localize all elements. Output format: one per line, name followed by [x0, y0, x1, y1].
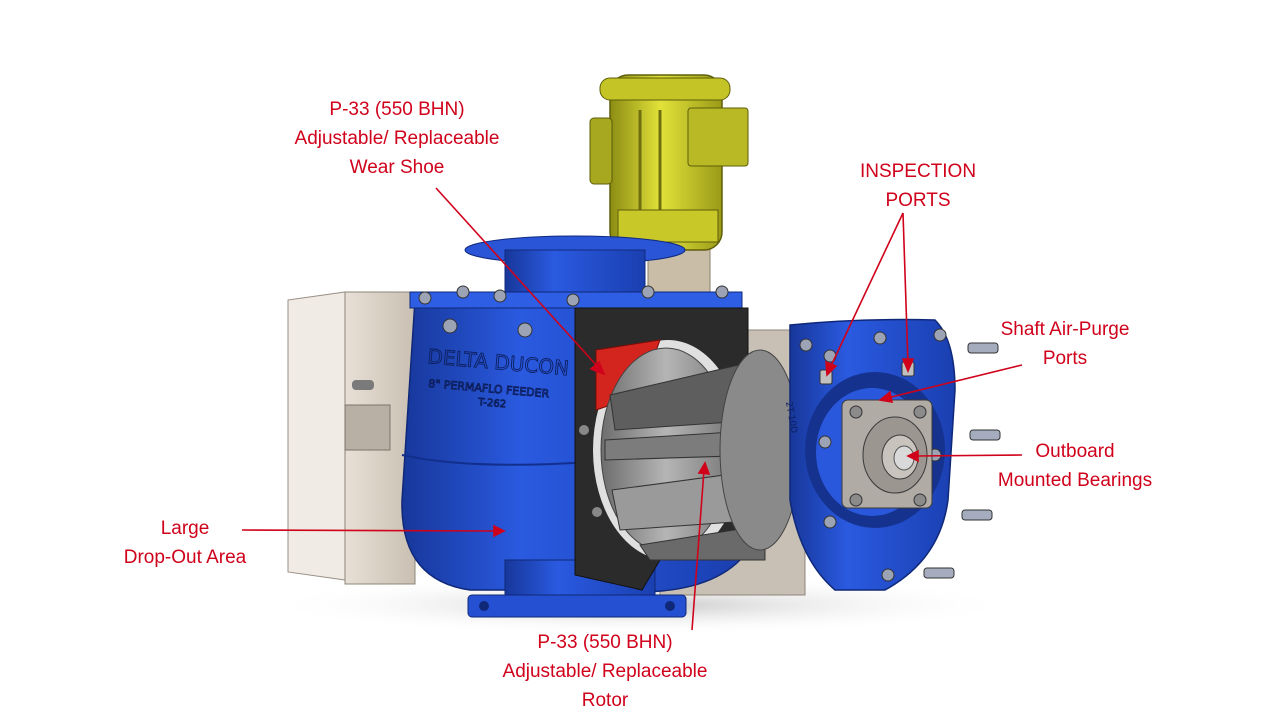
arrow-inspection-left — [825, 212, 904, 377]
arrow-bearings — [906, 449, 1023, 463]
arrow-air-purge — [878, 364, 1023, 403]
label-air-purge-line1: Shaft Air-Purge — [1000, 319, 1130, 340]
label-wear-shoe: P-33 (550 BHN) Adjustable/ Replaceable W… — [262, 95, 532, 182]
label-bearings-line2: Mounted Bearings — [997, 470, 1153, 491]
arrow-wear-shoe — [435, 187, 606, 376]
label-dropout-line1: Large — [160, 518, 210, 539]
rotor — [600, 347, 801, 561]
arrow-inspection-right — [901, 212, 915, 374]
label-rotor-line2: Adjustable/ Replaceable — [502, 661, 708, 682]
nameplate-line3: T-262 — [477, 397, 507, 410]
label-inspection-line1: INSPECTION — [859, 161, 977, 182]
label-rotor-line1: P-33 (550 BHN) — [537, 632, 673, 653]
label-drop-out-area: Large Drop-Out Area — [100, 514, 270, 572]
label-outboard-bearings: Outboard Mounted Bearings — [975, 437, 1175, 495]
label-wear-shoe-line2: Adjustable/ Replaceable — [294, 128, 500, 149]
label-inspection-ports: INSPECTION PORTS — [838, 157, 998, 215]
label-rotor: P-33 (550 BHN) Adjustable/ Replaceable R… — [470, 628, 740, 715]
label-wear-shoe-line1: P-33 (550 BHN) — [329, 99, 465, 120]
arrow-dropout — [241, 524, 506, 538]
outboard-bearing — [841, 399, 933, 509]
label-rotor-line3: Rotor — [581, 690, 629, 711]
label-bearings-line1: Outboard — [1035, 441, 1115, 462]
label-air-purge-line2: Ports — [1042, 348, 1088, 369]
drive-motor — [589, 74, 749, 301]
label-wear-shoe-line3: Wear Shoe — [349, 157, 445, 178]
loose-bolts — [923, 342, 1001, 579]
inlet-flange — [464, 235, 686, 299]
label-shaft-air-purge: Shaft Air-Purge Ports — [970, 315, 1160, 373]
label-dropout-line2: Drop-Out Area — [123, 547, 247, 568]
arrow-rotor — [691, 461, 711, 631]
callout-arrows — [241, 187, 1023, 631]
label-inspection-line2: PORTS — [885, 190, 951, 211]
